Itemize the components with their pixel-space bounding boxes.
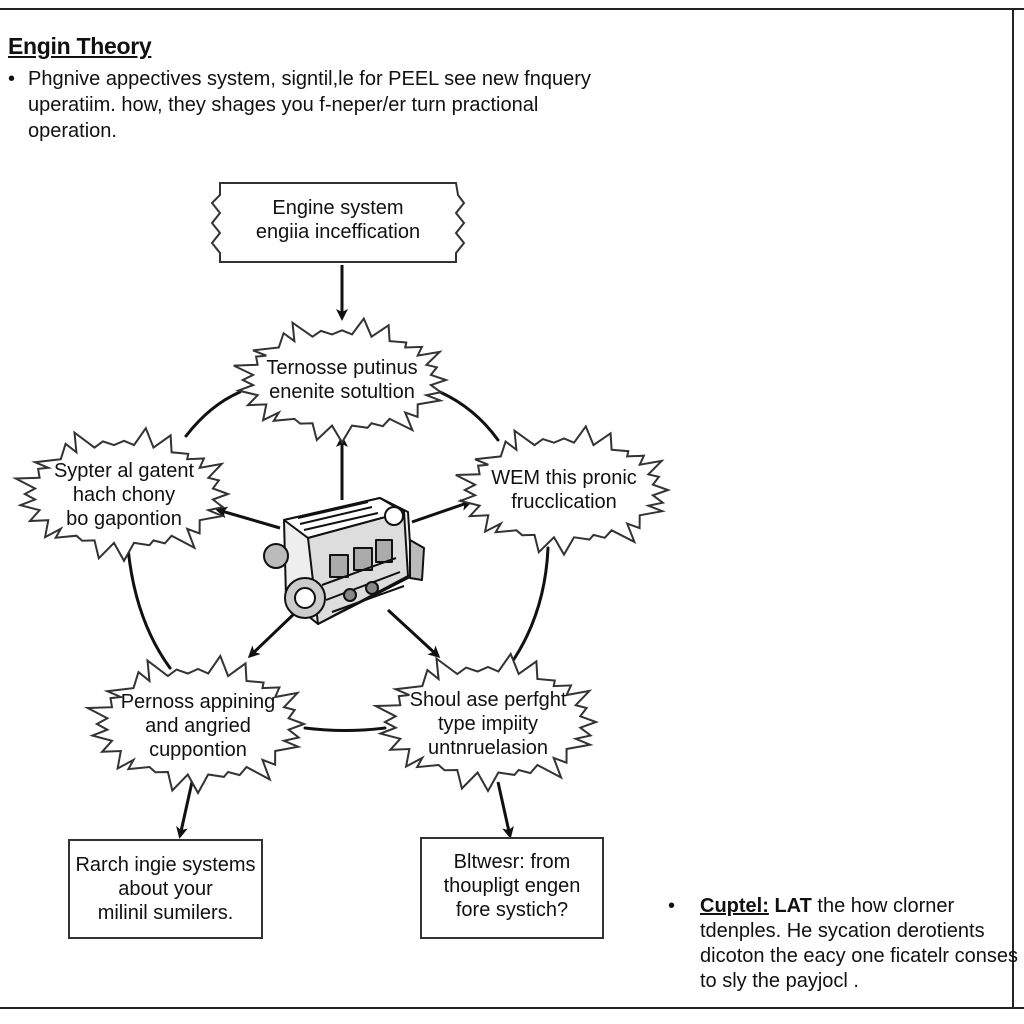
- intro-bullet: •: [8, 68, 16, 90]
- page-border-top: [0, 8, 1024, 10]
- page-title: Engin Theory: [8, 33, 152, 59]
- arrow-engine-to-right: [411, 499, 473, 524]
- right-burst-line: frucclication: [511, 491, 617, 513]
- bottom-left-box-shape: [68, 839, 263, 939]
- bottom-left-box-line: milinil sumilers.: [97, 902, 234, 924]
- bottom-right-box-label: Bltwesr: from thoupligt engen fore systi…: [422, 850, 602, 922]
- callout-bullet: •: [668, 895, 676, 917]
- lower-right-burst-line: untnruelasion: [427, 737, 549, 759]
- arc-right-top: [438, 390, 500, 442]
- arrow-engine-to-left: [215, 506, 281, 530]
- arc-bottom: [303, 726, 387, 732]
- flow-arrows: [176, 265, 514, 839]
- bottom-left-box-label: Rarch ingie systems about your milinil s…: [70, 853, 261, 925]
- top-box-shape: [210, 182, 466, 263]
- callout-body: Cuptel: LAT the how clorner tdenples. He…: [668, 894, 1018, 994]
- callout-note: • Cuptel: LAT the how clorner tdenples. …: [668, 894, 1018, 994]
- left-burst-line: Sypter al gatent: [53, 460, 195, 482]
- arc-left-top: [184, 390, 242, 438]
- center-burst-shape: [233, 316, 450, 445]
- bottom-right-box-shape: [420, 837, 604, 939]
- intro-text: Phgnive appectives system, signtil,le fo…: [28, 68, 591, 142]
- arc-right-bottom: [508, 546, 550, 667]
- center-burst-label: Ternosse putinus enenite sotultion: [246, 356, 438, 404]
- lower-right-burst-label: Shoul ase perfght type impiity untnruela…: [390, 688, 586, 760]
- arrow-engine-to-lower-right: [386, 608, 441, 659]
- lower-left-burst-line: Pernoss appining: [120, 691, 276, 713]
- top-box-label: Engine system engiia inceffication: [222, 196, 454, 244]
- bottom-right-box-line: fore systich?: [455, 899, 569, 921]
- left-burst-shape: [11, 426, 231, 563]
- center-burst-line: enenite sotultion: [269, 381, 415, 403]
- right-burst-line: WEM this pronic: [491, 467, 637, 489]
- callout-lead: LAT: [774, 895, 812, 917]
- arrow-engine-to-lower-left: [247, 610, 298, 659]
- lower-left-burst-shape: [83, 653, 307, 796]
- top-box-line: Engine system: [272, 197, 404, 219]
- left-burst-line: bo gapontion: [66, 508, 182, 530]
- lower-left-burst-label: Pernoss appining and angried cuppontion: [100, 690, 296, 762]
- lower-right-burst-line: Shoul ase perfght: [409, 689, 567, 711]
- page-border-right: [1012, 8, 1014, 1009]
- bottom-left-box-line: about your: [118, 878, 213, 900]
- intro-paragraph: • Phgnive appectives system, signtil,le …: [8, 66, 608, 144]
- right-burst-label: WEM this pronic frucclication: [470, 466, 658, 514]
- bottom-left-box-line: Rarch ingie systems: [75, 854, 256, 876]
- lower-left-burst-line: cuppontion: [149, 739, 247, 761]
- lower-left-burst-line: and angried: [145, 715, 251, 737]
- arrow-lower-right-to-box: [496, 781, 514, 839]
- lower-right-burst-shape: [371, 651, 599, 794]
- right-burst-shape: [455, 424, 672, 557]
- left-burst-line: hach chony: [72, 484, 176, 506]
- left-burst-label: Sypter al gatent hach chony bo gapontion: [30, 459, 218, 531]
- lower-right-burst-line: type impiity: [437, 713, 539, 735]
- arc-left-bottom: [126, 546, 172, 670]
- callout-heading: Cuptel:: [700, 895, 769, 917]
- page-border-bottom: [0, 1007, 1024, 1009]
- cycle-arcs: [126, 390, 550, 732]
- center-burst-line: Ternosse putinus: [266, 357, 418, 379]
- bottom-right-box-line: Bltwesr: from: [453, 851, 571, 873]
- top-box-line: engiia inceffication: [255, 221, 421, 243]
- bottom-right-box-line: thoupligt engen: [443, 875, 581, 897]
- arrow-lower-left-to-box: [176, 781, 194, 839]
- callout-text: the how clorner tdenples. He sycation de…: [700, 895, 1018, 992]
- engine-icon: [263, 497, 425, 625]
